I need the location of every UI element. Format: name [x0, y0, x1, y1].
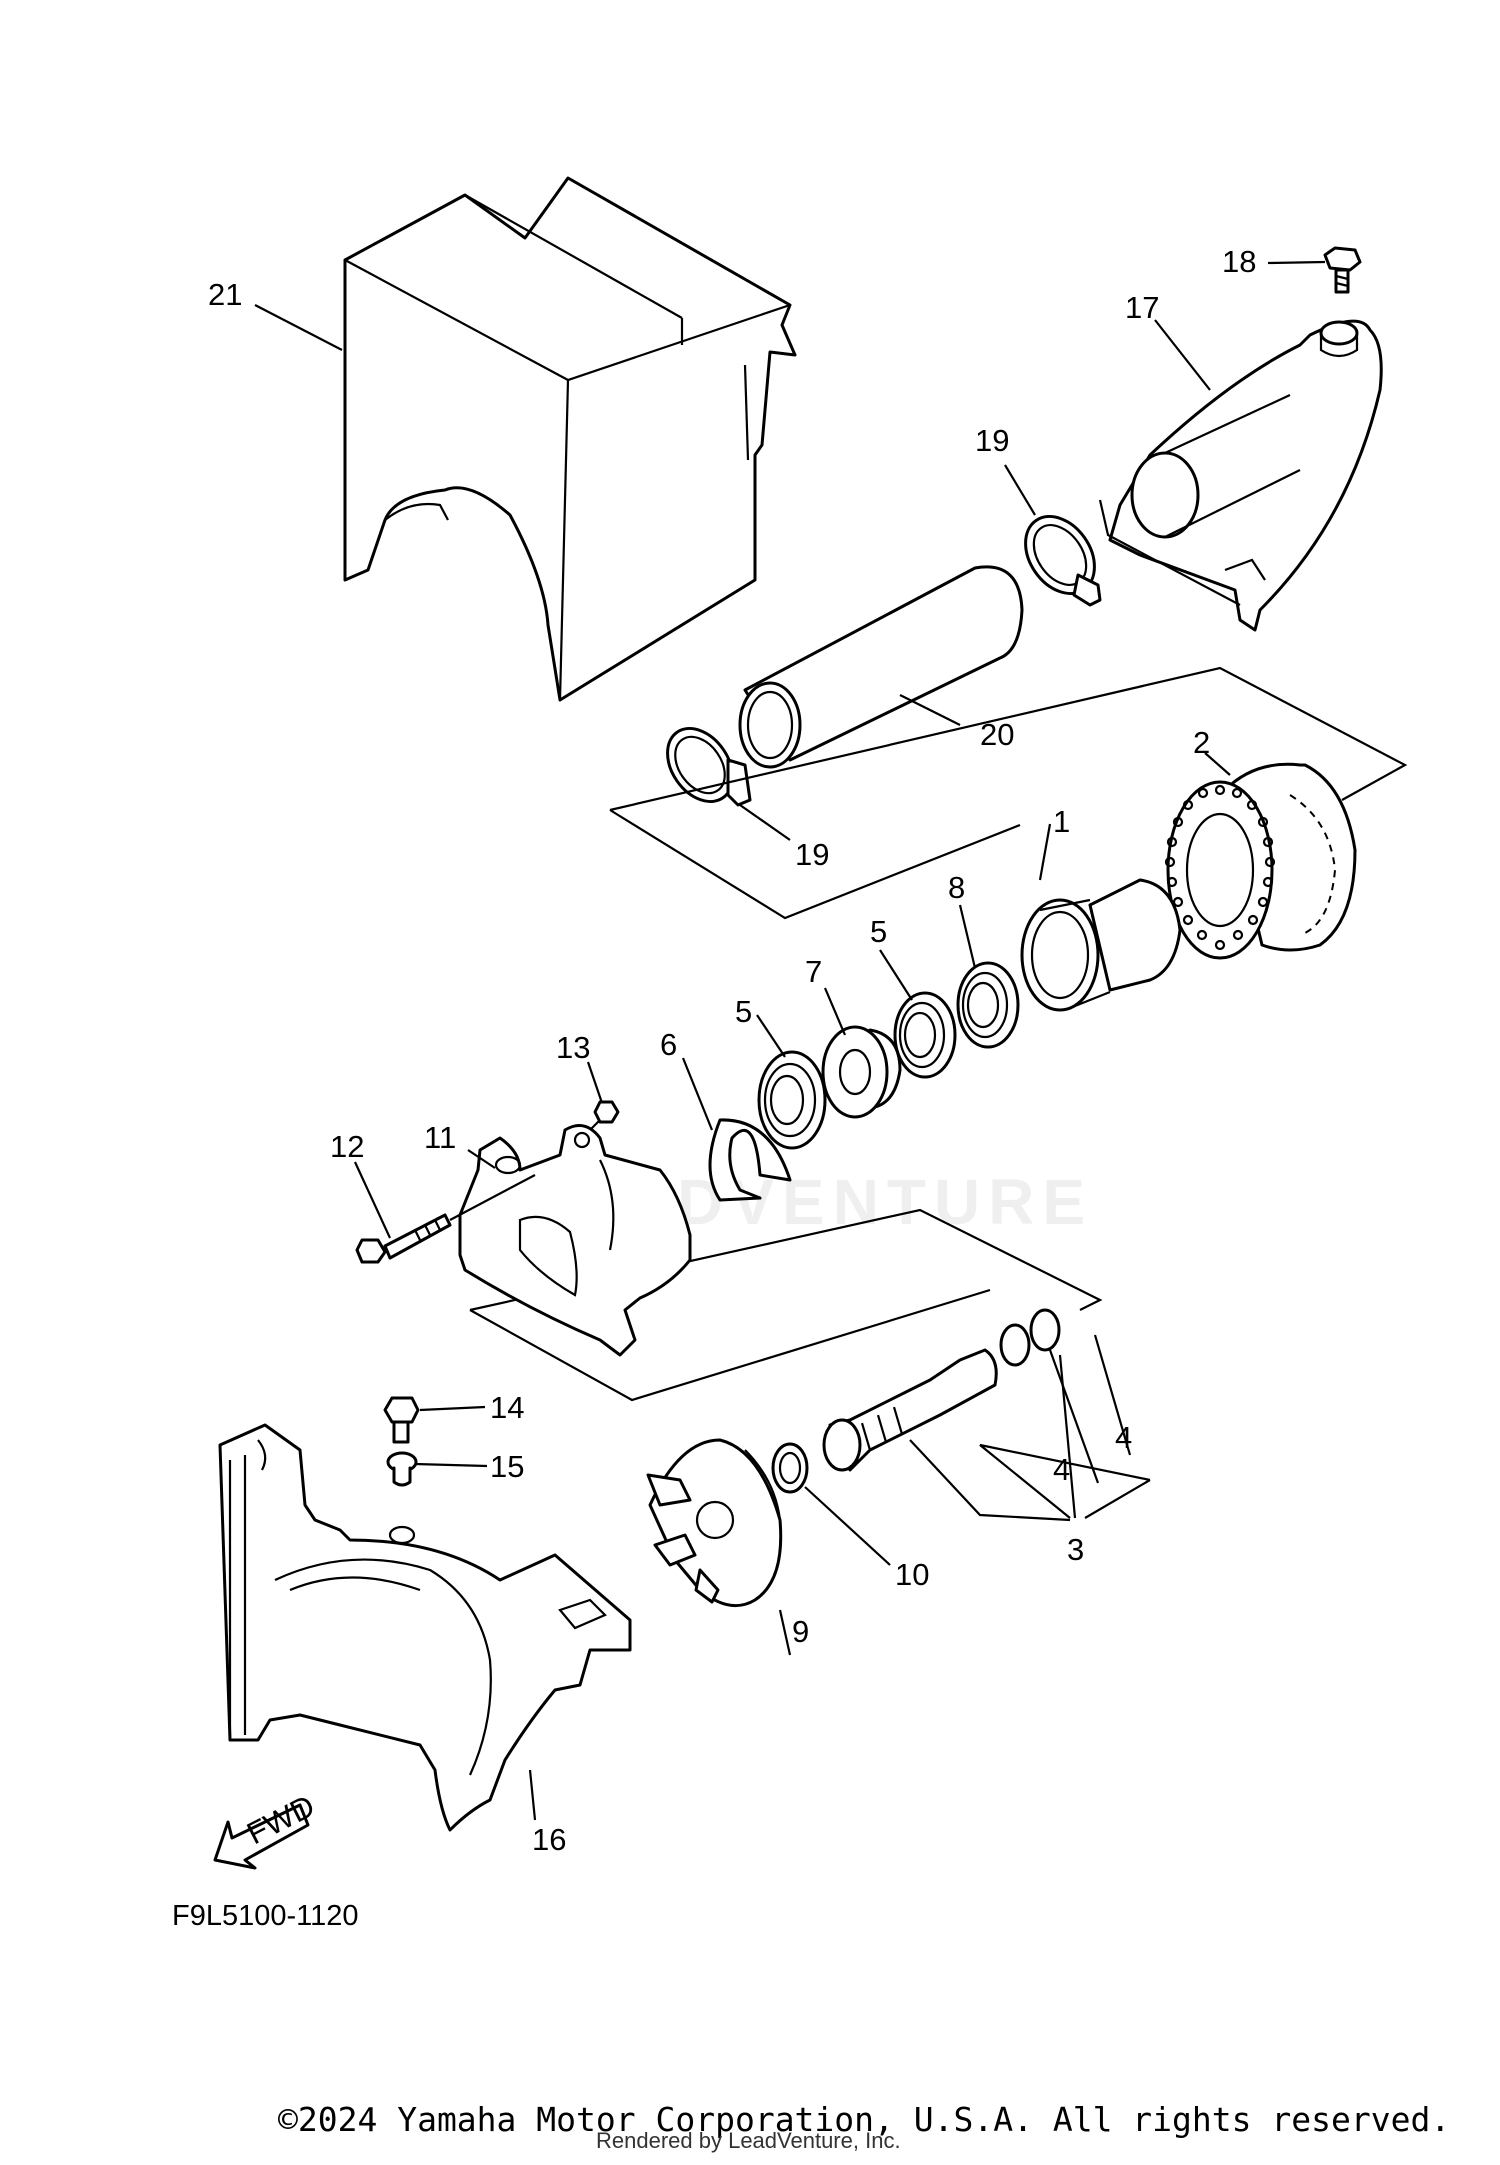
part-6-circlip[interactable] — [708, 1118, 792, 1202]
callout-11: 11 — [424, 1120, 456, 1155]
part-14-bolt[interactable] — [383, 1396, 420, 1444]
part-2-housing[interactable] — [1164, 762, 1357, 960]
callout-5-right: 5 — [870, 914, 887, 949]
leader-lines — [254, 260, 1326, 1821]
part-1-sleeve[interactable] — [1020, 878, 1182, 1012]
assembly-plane-upper — [609, 666, 1408, 920]
part-11-cap[interactable] — [458, 1124, 692, 1357]
callout-17: 17 — [1125, 290, 1159, 325]
fwd-direction-arrow: FWD — [213, 1788, 320, 1870]
callout-8: 8 — [948, 870, 965, 905]
part-17-nozzle[interactable] — [1098, 319, 1383, 632]
callout-5-left: 5 — [735, 994, 752, 1029]
part-16-reverse-bucket[interactable] — [218, 1423, 632, 1832]
callout-3: 3 — [1067, 1532, 1084, 1567]
part-15-collar[interactable] — [386, 1451, 418, 1487]
callout-15: 15 — [490, 1449, 524, 1484]
part-13-nut[interactable] — [593, 1100, 620, 1124]
part-10-washer[interactable] — [771, 1442, 809, 1494]
part-5-oil-seal-left[interactable] — [757, 1050, 827, 1150]
rendered-by-notice: Rendered by LeadVenture, Inc. — [596, 2128, 901, 2153]
callout-20: 20 — [980, 717, 1014, 752]
part-12-bolt[interactable] — [355, 1213, 452, 1264]
part-19-clamp-lower[interactable] — [654, 716, 752, 814]
callout-2: 2 — [1193, 725, 1210, 760]
callout-13: 13 — [556, 1030, 590, 1065]
part-5-oil-seal-right[interactable] — [893, 991, 957, 1079]
diagram-code: F9L5100-1120 — [172, 1900, 359, 1932]
part-8-oil-seal[interactable] — [956, 961, 1020, 1049]
callout-labels: 1 2 3 4 4 5 5 6 7 8 9 10 11 12 13 14 15 … — [208, 244, 1256, 1857]
assembly-plane-lower — [469, 1208, 1103, 1402]
part-9-impeller[interactable] — [646, 1438, 783, 1608]
callout-19-upper: 19 — [975, 423, 1009, 458]
callout-4-left: 4 — [1053, 1452, 1070, 1487]
callout-18: 18 — [1222, 244, 1256, 279]
callout-14: 14 — [490, 1390, 524, 1425]
part-3-shaft[interactable] — [822, 1348, 998, 1472]
callout-19-lower: 19 — [795, 837, 829, 872]
part-4-o-rings[interactable] — [999, 1308, 1061, 1367]
part-7-bearing[interactable] — [821, 1025, 902, 1119]
callout-4-right: 4 — [1115, 1420, 1132, 1455]
callout-7: 7 — [805, 954, 822, 989]
part-19-clamp-upper[interactable] — [1011, 503, 1108, 607]
callout-21: 21 — [208, 277, 242, 312]
part-18-bolt[interactable] — [1323, 246, 1362, 294]
part-2-bolt-holes — [1164, 784, 1276, 951]
callout-1: 1 — [1053, 804, 1070, 839]
part-21-cover[interactable] — [343, 176, 797, 702]
callout-12: 12 — [330, 1129, 364, 1164]
callout-16: 16 — [532, 1822, 566, 1857]
callout-6: 6 — [660, 1027, 677, 1062]
callout-9: 9 — [792, 1614, 809, 1649]
part-12-axis-line — [449, 1119, 601, 1221]
callout-10: 10 — [895, 1557, 929, 1592]
part-20-hose[interactable] — [738, 565, 1024, 769]
copyright-notice: ©2024 Yamaha Motor Corporation, U.S.A. A… — [278, 2100, 1451, 2139]
